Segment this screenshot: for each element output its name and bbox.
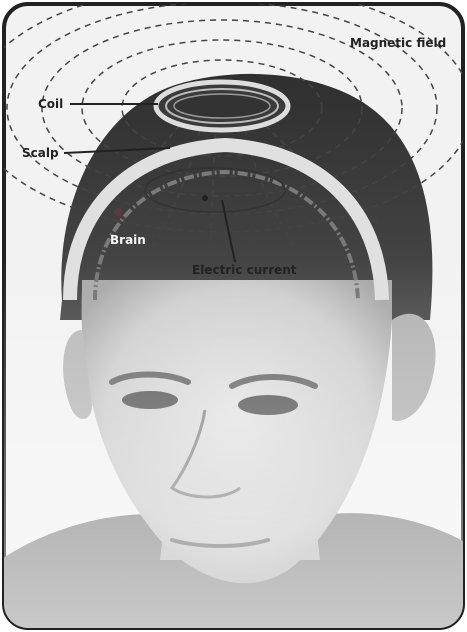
photo-fade [0, 260, 467, 632]
current-dot [202, 195, 208, 201]
label-magnetic-field: Magnetic field [350, 36, 446, 50]
label-coil: Coil [38, 97, 63, 111]
coil-ring-icon [156, 82, 288, 130]
brain-dot [114, 208, 122, 216]
label-scalp: Scalp [22, 146, 59, 160]
label-brain: Brain [110, 233, 146, 247]
label-electric-current: Electric current [192, 263, 297, 277]
